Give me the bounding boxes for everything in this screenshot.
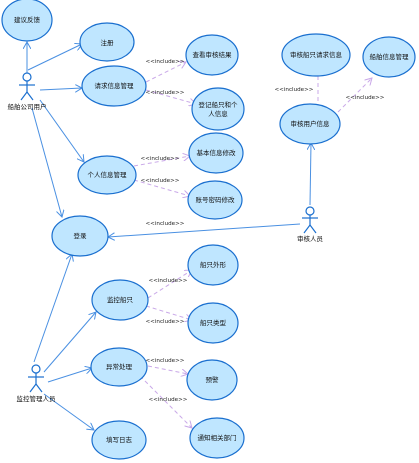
include-label: <<include>> (145, 319, 184, 325)
use-case-feedback[interactable]: 建议反馈 (1, 0, 53, 42)
include-label: <<include>> (145, 358, 184, 364)
svg-text:异常处理: 异常处理 (106, 362, 133, 371)
use-case-apply[interactable]: 请求信息管理 (81, 65, 147, 107)
svg-text:基本信息修改: 基本信息修改 (197, 148, 237, 157)
svg-text:监控船只: 监控船只 (107, 295, 134, 304)
actor-label: 船舶公司用户 (8, 102, 47, 111)
include-label: <<include>> (145, 221, 184, 227)
svg-text:预警: 预警 (206, 375, 220, 384)
svg-text:船只外形: 船只外形 (200, 260, 227, 269)
actor-monitor[interactable]: 监控管理人员 (17, 364, 57, 403)
svg-text:填写日志: 填写日志 (106, 435, 133, 444)
svg-text:建议反馈: 建议反馈 (14, 15, 41, 24)
include-labels: <<include>> <<include>> <<include>> <<in… (140, 59, 384, 403)
include-label: <<include>> (145, 59, 184, 65)
include-label: <<include>> (148, 397, 187, 403)
svg-text:请求信息管理: 请求信息管理 (95, 81, 135, 90)
use-case-password[interactable]: 账号密码修改 (187, 180, 243, 220)
svg-text:账号密码修改: 账号密码修改 (196, 195, 236, 204)
svg-text:人信息: 人信息 (208, 109, 228, 118)
use-case-exception[interactable]: 异常处理 (90, 347, 148, 387)
use-case-register[interactable]: 注册 (79, 22, 135, 62)
use-case-personal-info[interactable]: 个人信息管理 (77, 155, 137, 195)
svg-text:注册: 注册 (101, 38, 115, 47)
include-relations (133, 62, 372, 428)
use-case-review-request[interactable]: 审核船只请求信息 (281, 33, 351, 77)
include-label: <<include>> (140, 156, 179, 162)
use-case-basic-info[interactable]: 基本信息修改 (188, 132, 244, 174)
include-label: <<include>> (145, 90, 184, 96)
use-case-log[interactable]: 填写日志 (91, 420, 147, 460)
svg-text:通知相关部门: 通知相关部门 (198, 433, 237, 442)
include-label: <<include>> (345, 95, 384, 101)
use-case-register-ship[interactable]: 登记船只和个 人信息 (191, 87, 245, 131)
use-case-ship-appearance[interactable]: 船只外形 (187, 244, 239, 286)
use-case-view-result[interactable]: 查看审核结果 (185, 34, 239, 76)
include-label: <<include>> (140, 178, 179, 184)
svg-text:登记船只和个: 登记船只和个 (199, 100, 239, 109)
svg-text:船只类型: 船只类型 (200, 318, 227, 327)
associations (27, 42, 311, 430)
use-case-review-user[interactable]: 审核用户信息 (279, 103, 341, 145)
svg-text:登录: 登录 (74, 231, 88, 240)
include-label: <<include>> (274, 87, 313, 93)
include-label: <<include>> (148, 278, 187, 284)
svg-text:审核船只请求信息: 审核船只请求信息 (290, 50, 343, 59)
actor-label: 审核人员 (297, 234, 324, 243)
actor-label: 监控管理人员 (17, 394, 57, 403)
actor-ship-user[interactable]: 船舶公司用户 (8, 72, 47, 111)
use-case-notify[interactable]: 通知相关部门 (189, 417, 245, 459)
use-case-ship-type[interactable]: 船只类型 (187, 302, 239, 344)
use-case-ship-info[interactable]: 船舶信息管理 (362, 36, 416, 78)
svg-text:个人信息管理: 个人信息管理 (88, 170, 128, 179)
use-case-monitor-ship[interactable]: 监控船只 (91, 279, 149, 321)
svg-text:审核用户信息: 审核用户信息 (291, 119, 331, 128)
svg-text:查看审核结果: 查看审核结果 (193, 50, 233, 59)
svg-text:船舶信息管理: 船舶信息管理 (370, 52, 410, 61)
actor-reviewer[interactable]: 审核人员 (297, 206, 324, 243)
use-case-alarm[interactable]: 预警 (186, 359, 238, 401)
use-case-login[interactable]: 登录 (51, 215, 109, 257)
